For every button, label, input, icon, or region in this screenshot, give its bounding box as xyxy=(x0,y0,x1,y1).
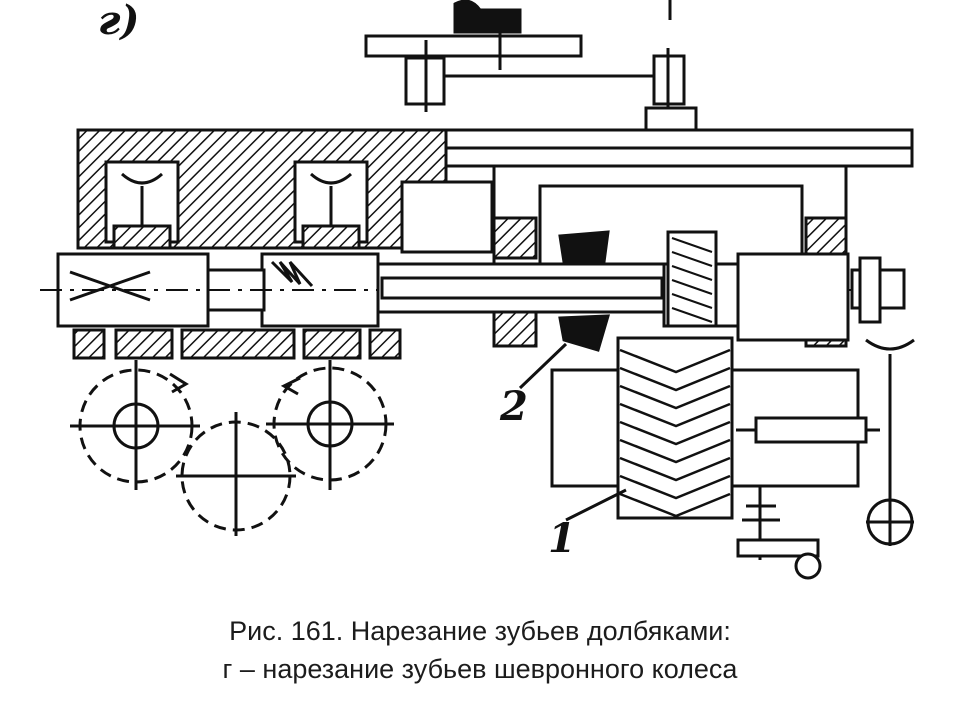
cutter-2 xyxy=(558,230,718,352)
right-support xyxy=(865,338,915,546)
caption-line-1: Рис. 161. Нарезание зубьев долбяками: xyxy=(229,616,731,646)
cutter-slide-assembly xyxy=(40,252,906,360)
change-gear-train xyxy=(70,360,394,536)
caption-line-2: г – нарезание зубьев шевронного колеса xyxy=(222,654,738,684)
part-label-2: 2 xyxy=(499,383,528,430)
herringbone-gear-shaping-diagram: г) xyxy=(40,0,915,580)
figure-caption: Рис. 161. Нарезание зубьев долбяками: г … xyxy=(0,612,960,688)
panel-label: г) xyxy=(98,0,139,44)
herringbone-gear-1 xyxy=(550,336,880,580)
label-leaders xyxy=(518,342,627,522)
part-label-1: 1 xyxy=(548,515,576,562)
